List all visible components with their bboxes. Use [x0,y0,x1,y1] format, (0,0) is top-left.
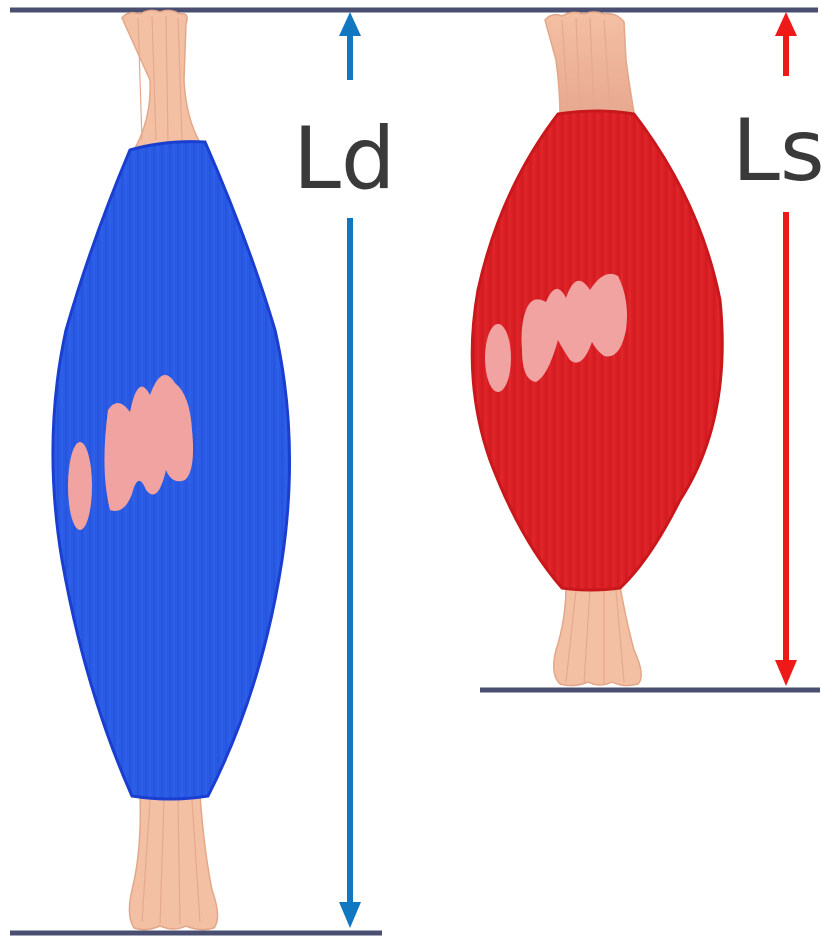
left-length-label: Ld [293,109,396,209]
left-highlight-spot-small [68,442,92,530]
right-bottom-tendon [554,586,641,686]
right-top-tendon [545,12,634,116]
right-highlight-spot-small [485,324,511,392]
left-arrow-down-head [339,902,361,928]
relaxed-muscle [53,10,290,929]
right-arrow-up-head [775,12,797,36]
right-arrow-down-head [775,660,797,686]
contracted-muscle [472,12,722,686]
right-length-label: Ls [732,101,821,201]
left-bottom-tendon [129,795,217,930]
left-arrow-up-head [339,12,361,36]
left-top-tendon [122,10,202,150]
